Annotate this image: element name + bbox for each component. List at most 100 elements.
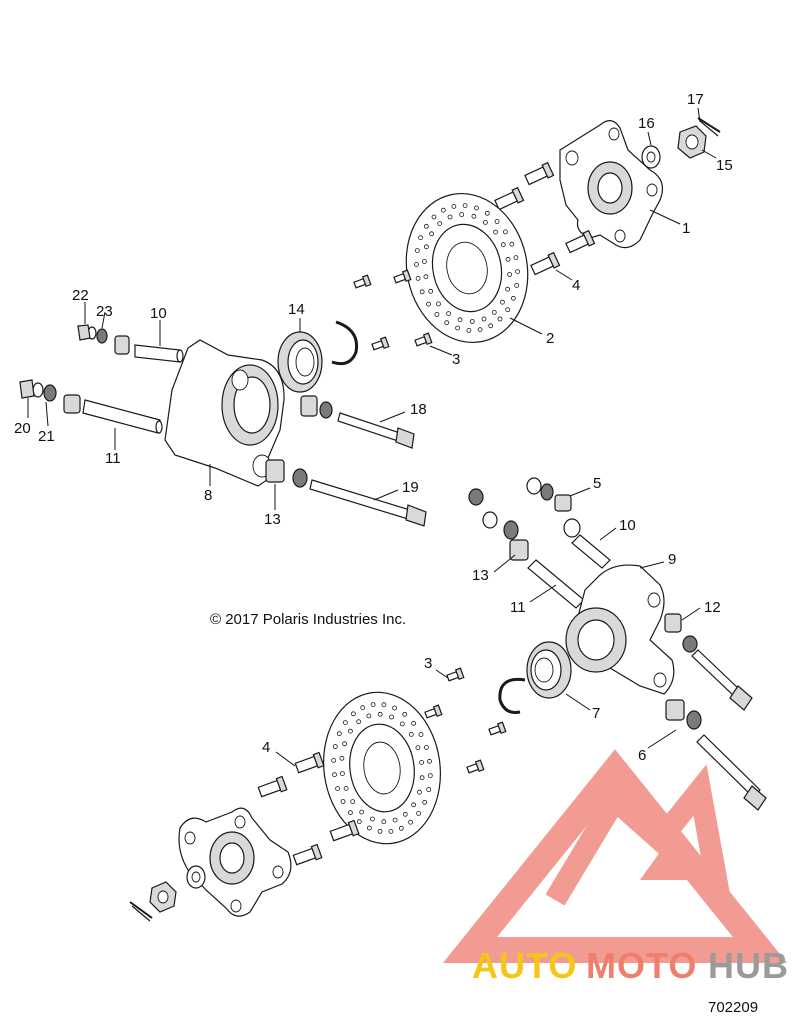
bushing-12-lower bbox=[664, 613, 753, 711]
castle-nut-lower bbox=[149, 881, 177, 913]
cotter-pin-17 bbox=[697, 117, 721, 137]
disc-vent-hole bbox=[429, 231, 435, 237]
diagram-id: 702209 bbox=[708, 999, 758, 1016]
callout-1: 1 bbox=[682, 220, 690, 237]
disc-vent-hole bbox=[419, 775, 425, 781]
disc-vent-hole bbox=[370, 702, 376, 707]
disc-vent-hole bbox=[350, 799, 356, 804]
disc-vent-hole bbox=[343, 786, 349, 791]
disc-vent-hole bbox=[356, 819, 362, 825]
callout-5: 5 bbox=[593, 475, 601, 492]
disc-vent-hole bbox=[416, 789, 422, 795]
disc-vent-hole bbox=[413, 261, 419, 267]
disc-vent-hole bbox=[505, 307, 511, 313]
disc-vent-hole bbox=[359, 809, 365, 815]
disc-vent-hole bbox=[459, 212, 465, 217]
disc-vent-hole bbox=[421, 259, 427, 264]
callout-11-upper: 11 bbox=[105, 450, 121, 467]
disc-screws-upper bbox=[353, 269, 433, 351]
disc-vent-hole bbox=[342, 720, 348, 725]
disc-vent-hole bbox=[444, 320, 450, 326]
disc-vent-hole bbox=[392, 817, 398, 823]
disc-vent-hole bbox=[426, 301, 432, 307]
disc-vent-hole bbox=[484, 210, 490, 216]
disc-vent-hole bbox=[451, 203, 457, 209]
disc-vent-hole bbox=[331, 758, 337, 763]
bolt-19 bbox=[309, 479, 427, 527]
disc-vent-hole bbox=[423, 274, 429, 280]
disc-vent-hole bbox=[415, 745, 421, 750]
wheel-bearing-upper bbox=[277, 331, 323, 393]
bushings-6-lower bbox=[665, 699, 767, 811]
disc-vent-hole bbox=[505, 286, 511, 292]
disc-vent-hole bbox=[447, 214, 453, 220]
cotter-pin-lower bbox=[129, 901, 153, 922]
disc-vent-hole bbox=[505, 256, 511, 262]
disc-vent-hole bbox=[481, 316, 487, 322]
disc-vent-hole bbox=[342, 741, 348, 747]
leader-lines bbox=[27, 107, 717, 767]
callout-9: 9 bbox=[668, 551, 676, 568]
callout-22: 22 bbox=[72, 287, 89, 304]
copyright-notice: © 2017 Polaris Industries Inc. bbox=[210, 611, 406, 628]
callout-13-lower: 13 bbox=[472, 567, 489, 584]
callout-labels: 17 16 15 1 4 2 3 14 22 23 10 20 21 11 8 … bbox=[14, 91, 733, 764]
disc-vent-hole bbox=[471, 213, 477, 219]
disc-vent-hole bbox=[366, 713, 372, 719]
disc-vent-hole bbox=[423, 223, 429, 229]
bushings-13-upper bbox=[265, 395, 333, 488]
disc-vent-hole bbox=[419, 289, 425, 295]
snap-ring-lower bbox=[498, 677, 526, 714]
disc-vent-hole bbox=[437, 221, 443, 227]
brand-moto: MOTO bbox=[586, 945, 697, 986]
disc-vent-hole bbox=[491, 309, 497, 315]
disc-vent-hole bbox=[502, 229, 508, 235]
disc-vent-hole bbox=[381, 819, 387, 825]
shaft-11-upper bbox=[82, 399, 163, 434]
callout-11-lower: 11 bbox=[510, 599, 526, 616]
knuckle-lower bbox=[565, 564, 675, 695]
disc-vent-hole bbox=[462, 203, 468, 209]
disc-vent-hole bbox=[509, 241, 515, 247]
callout-21: 21 bbox=[38, 428, 55, 445]
callout-15: 15 bbox=[716, 157, 733, 174]
snap-ring-14 bbox=[331, 320, 359, 366]
brand-hub: HUB bbox=[708, 945, 789, 986]
callout-23: 23 bbox=[96, 303, 113, 320]
disc-vent-hole bbox=[347, 810, 353, 816]
disc-vent-hole bbox=[347, 728, 353, 734]
disc-vent-hole bbox=[494, 219, 500, 224]
callout-20: 20 bbox=[14, 420, 31, 437]
disc-vent-hole bbox=[427, 773, 433, 778]
hub-upper bbox=[559, 120, 663, 249]
disc-vent-hole bbox=[515, 269, 520, 275]
disc-vent-hole bbox=[336, 731, 342, 737]
disc-screws-lower bbox=[424, 667, 507, 774]
disc-vent-hole bbox=[377, 828, 383, 834]
disc-vent-hole bbox=[440, 207, 446, 213]
callout-8: 8 bbox=[204, 487, 212, 504]
bushing-set-upper bbox=[19, 324, 130, 414]
wheel-studs-lower bbox=[257, 751, 360, 866]
wheel-bearing-lower bbox=[526, 641, 572, 699]
shaft-10-lower bbox=[571, 534, 611, 569]
disc-vent-hole bbox=[513, 255, 519, 261]
disc-vent-hole bbox=[423, 745, 429, 750]
disc-vent-hole bbox=[411, 802, 417, 808]
shaft-11-lower bbox=[527, 559, 585, 609]
knuckle-upper bbox=[164, 339, 285, 487]
disc-vent-hole bbox=[469, 319, 475, 324]
disc-vent-hole bbox=[377, 711, 383, 717]
callout-4-upper: 4 bbox=[572, 277, 580, 294]
disc-vent-hole bbox=[423, 244, 429, 250]
disc-vent-hole bbox=[408, 819, 414, 825]
callout-3-upper: 3 bbox=[452, 351, 460, 368]
disc-vent-hole bbox=[431, 214, 437, 220]
callout-10-lower: 10 bbox=[619, 517, 636, 534]
hub-lower bbox=[178, 807, 292, 917]
disc-vent-hole bbox=[388, 829, 394, 834]
brand-auto: AUTO bbox=[472, 945, 577, 986]
callout-7: 7 bbox=[592, 705, 600, 722]
disc-vent-hole bbox=[411, 720, 417, 726]
